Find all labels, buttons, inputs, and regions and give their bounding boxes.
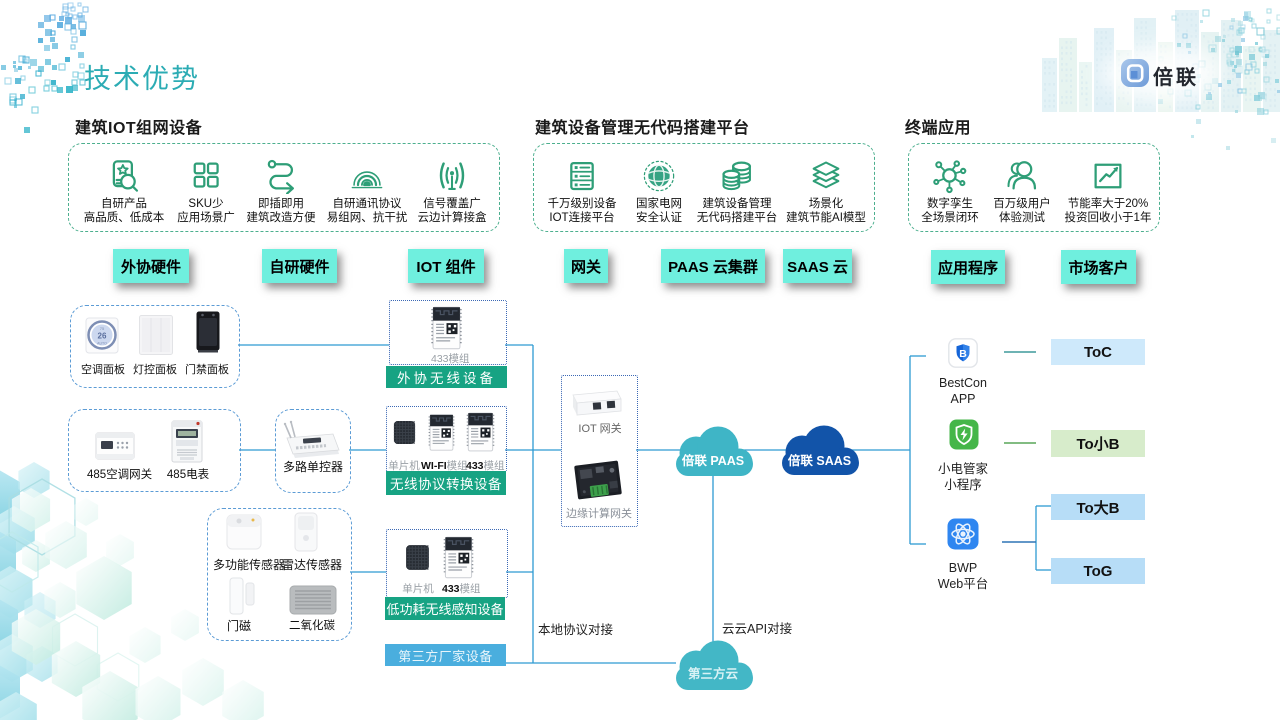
svg-text:75: 75	[100, 326, 105, 331]
svg-text:26: 26	[98, 332, 107, 341]
svg-text:B: B	[959, 348, 967, 360]
svg-text:AUTO: AUTO	[97, 342, 107, 346]
